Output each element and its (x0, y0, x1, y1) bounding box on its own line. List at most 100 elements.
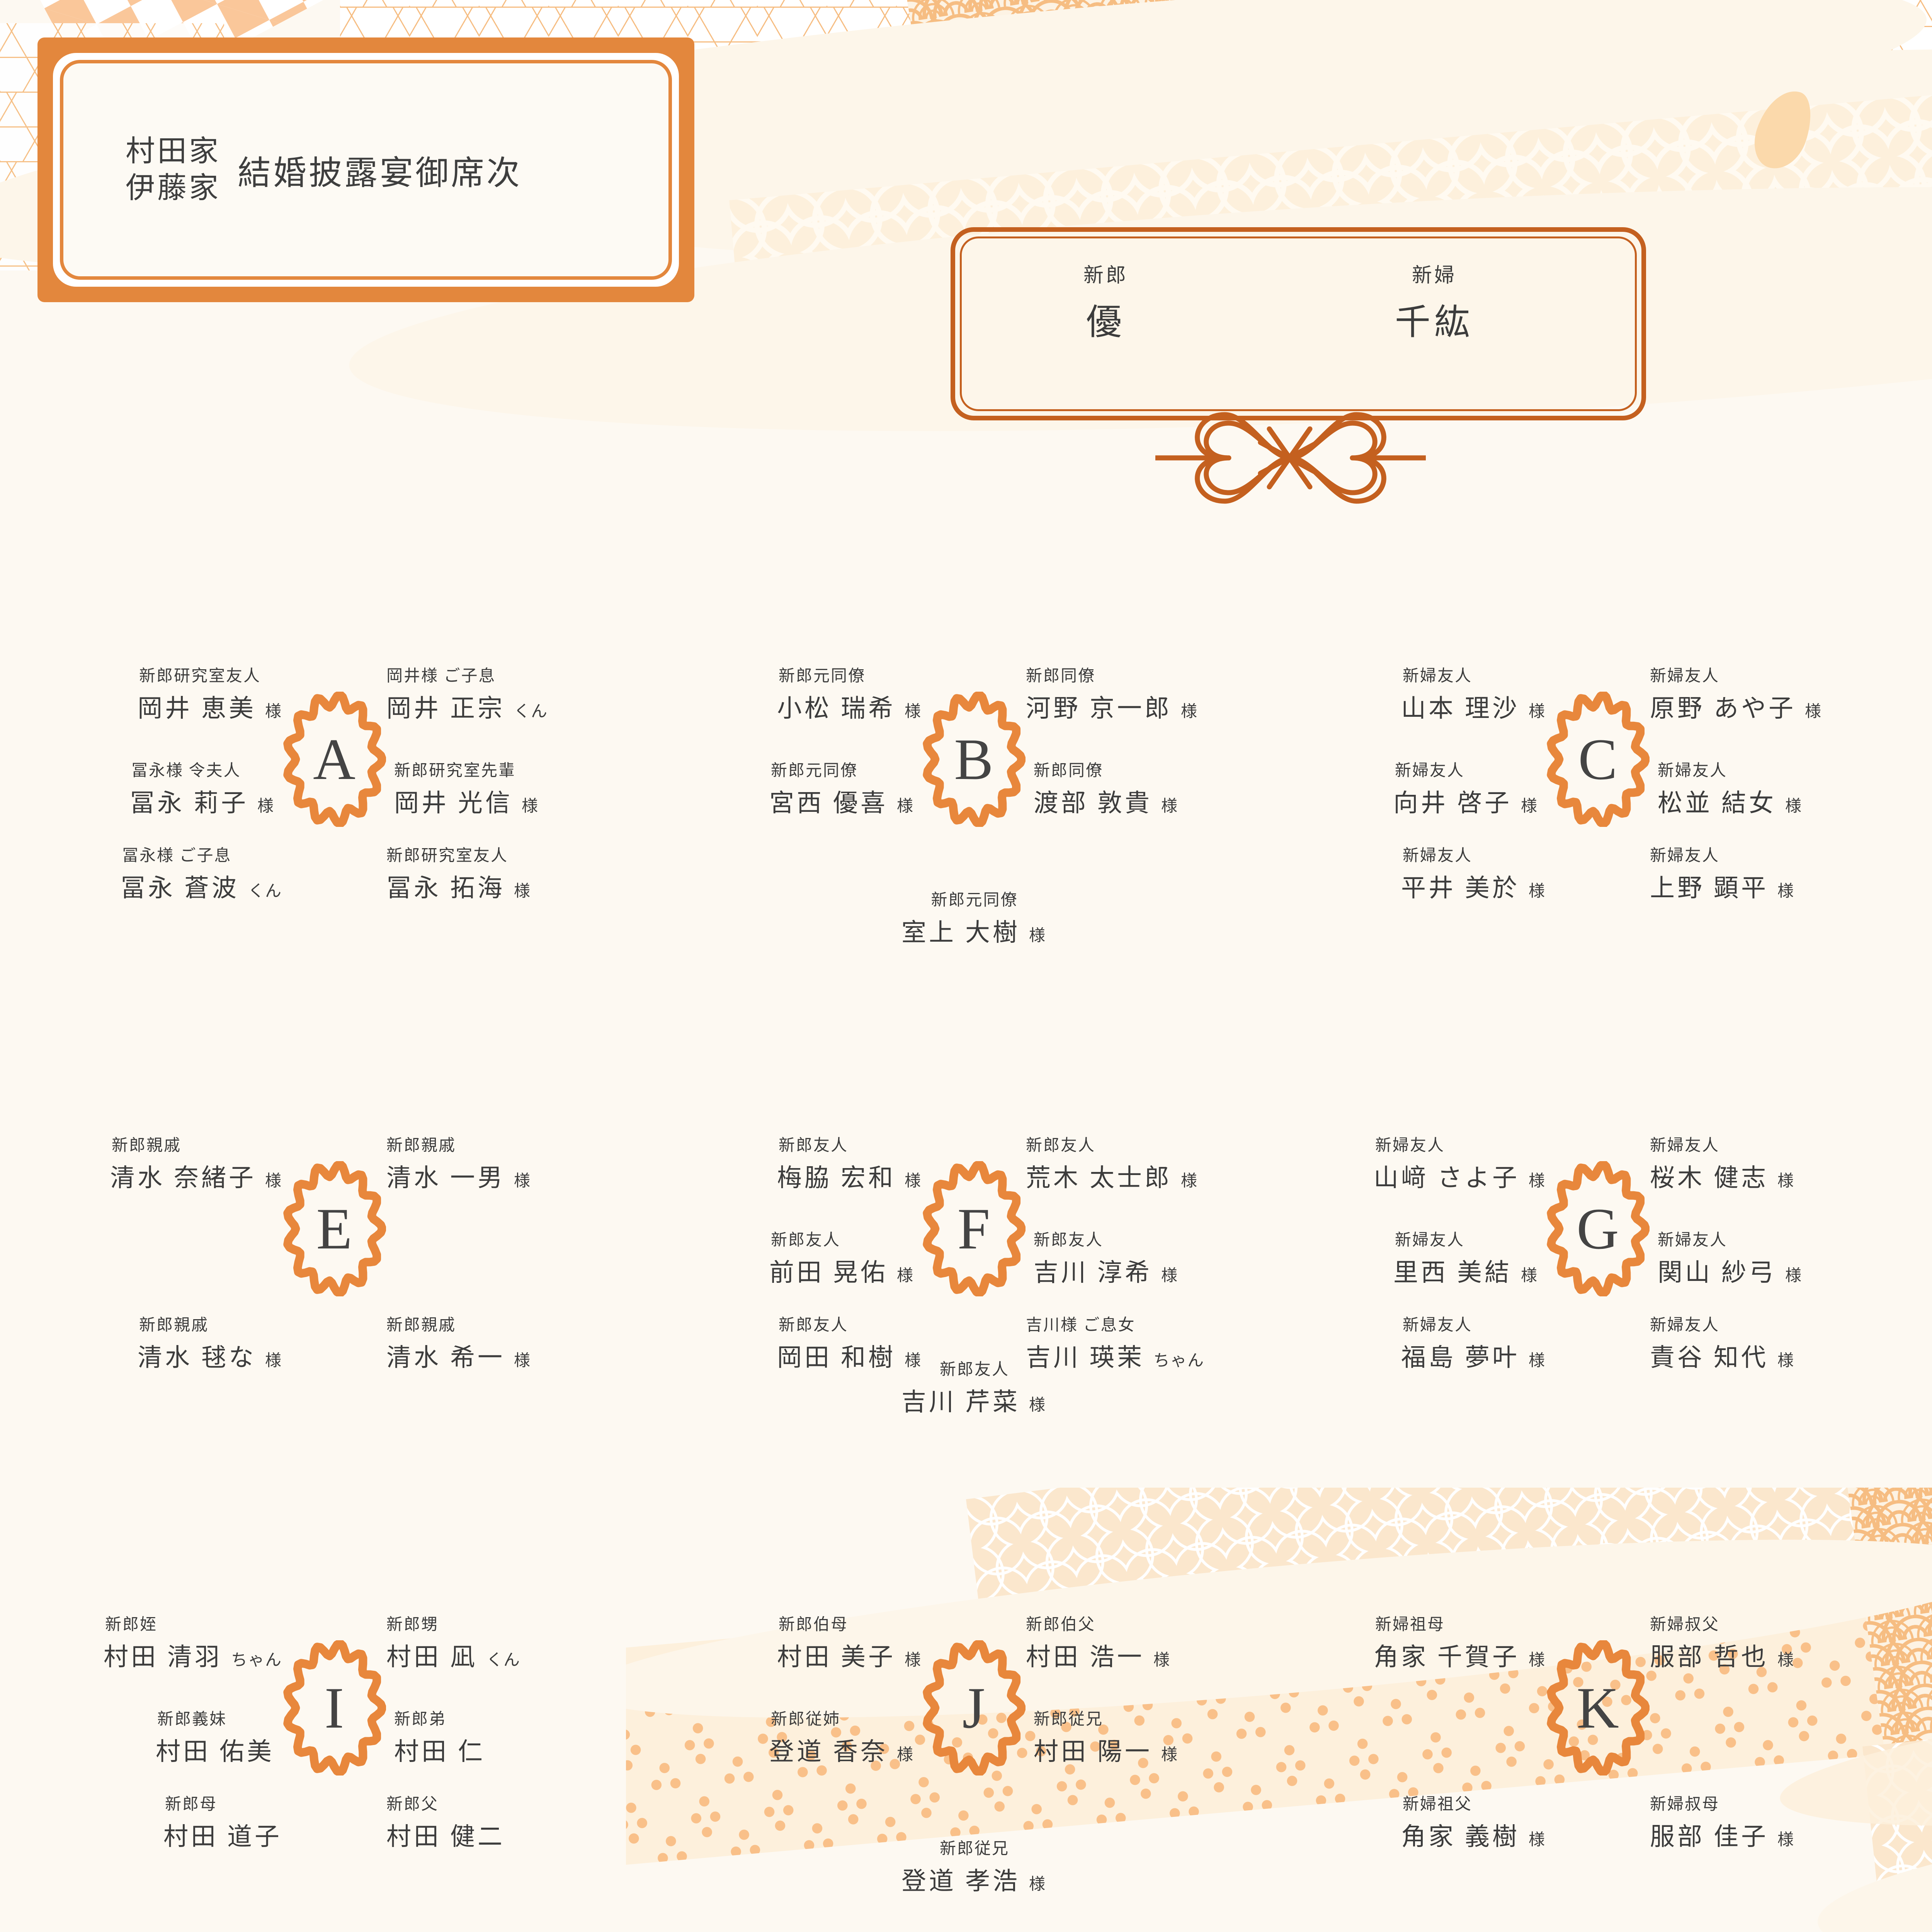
seat-e-4[interactable]: 新郎親戚清水 希一 様 (386, 1312, 531, 1373)
seat-guest-name: 岡井 恵美 様 (137, 695, 282, 722)
seat-i-2[interactable]: 新郎甥村田 凪 くん (386, 1611, 520, 1673)
seat-c-2[interactable]: 新婦友人原野 あや子 様 (1650, 663, 1822, 724)
seat-c-1[interactable]: 新婦友人山本 理沙 様 (1401, 663, 1546, 724)
seat-i-6[interactable]: 新郎父村田 健二 (386, 1791, 505, 1852)
table-ring-g[interactable]: G (1546, 1161, 1650, 1296)
seat-role: 新郎甥 (386, 1616, 439, 1634)
seat-i-3[interactable]: 新郎義妹村田 佑美 (156, 1706, 274, 1767)
table-letter-b: B (954, 727, 993, 792)
table-ring-b[interactable]: B (922, 692, 1026, 827)
seat-a-4[interactable]: 新郎研究室先輩岡井 光信 様 (394, 757, 539, 819)
seat-guest-name: 村田 浩一 様 (1026, 1643, 1171, 1671)
head-table-groom: 新郎 優 (1017, 259, 1195, 345)
seat-role: 新郎母 (165, 1796, 218, 1813)
seat-g-4[interactable]: 新婦友人関山 紗弓 様 (1658, 1227, 1802, 1288)
table-letter-c: C (1578, 727, 1617, 792)
seat-a-1[interactable]: 新郎研究室友人岡井 恵美 様 (138, 663, 282, 724)
seat-c-4[interactable]: 新婦友人松並 結女 様 (1658, 757, 1802, 819)
seat-guest-name: 桜木 健志 様 (1650, 1164, 1795, 1192)
seat-e-3[interactable]: 新郎親戚清水 毬な 様 (138, 1312, 282, 1373)
seat-guest-name: 清水 奈緒子 様 (110, 1164, 282, 1192)
seat-i-1[interactable]: 新郎姪村田 清羽 ちゃん (104, 1611, 282, 1673)
seat-j-3[interactable]: 新郎従姉登道 香奈 様 (769, 1706, 914, 1767)
seat-f-5[interactable]: 新郎友人岡田 和樹 様 (777, 1312, 922, 1373)
seat-g-2[interactable]: 新婦友人桜木 健志 様 (1650, 1132, 1794, 1194)
seat-guest-name: 清水 一男 様 (386, 1164, 531, 1192)
seat-b-5[interactable]: 新郎元同僚室上 大樹 様 (901, 887, 1046, 948)
seat-j-2[interactable]: 新郎伯父村田 浩一 様 (1026, 1611, 1170, 1673)
seat-role: 新郎元同僚 (770, 762, 858, 780)
seat-b-1[interactable]: 新郎元同僚小松 瑞希 様 (777, 663, 922, 724)
seat-role: 新婦友人 (1375, 1137, 1445, 1155)
seat-j-4[interactable]: 新郎従兄村田 陽一 様 (1034, 1706, 1178, 1767)
seat-guest-name: 室上 大樹 様 (901, 919, 1046, 946)
table-ring-a[interactable]: A (282, 692, 386, 827)
seat-f-1[interactable]: 新郎友人梅脇 宏和 様 (777, 1132, 922, 1194)
seat-role: 新郎研究室友人 (386, 847, 509, 865)
seat-k-1[interactable]: 新婦祖母角家 千賀子 様 (1374, 1611, 1546, 1673)
seat-j-5[interactable]: 新郎従兄登道 孝浩 様 (901, 1835, 1046, 1897)
table-ring-j[interactable]: J (922, 1640, 1026, 1776)
seat-a-5[interactable]: 冨永様 ご子息冨永 蒼波 くん (121, 842, 282, 904)
seat-g-6[interactable]: 新婦友人責谷 知代 様 (1650, 1312, 1794, 1373)
head-table-bride: 新婦 千紘 (1345, 259, 1523, 345)
seat-guest-name: 村田 陽一 様 (1034, 1738, 1179, 1765)
seat-f-6[interactable]: 吉川様 ご息女吉川 瑛茉 ちゃん (1026, 1312, 1204, 1373)
seat-guest-name: 村田 佑美 (156, 1738, 274, 1765)
seat-c-6[interactable]: 新婦友人上野 顕平 様 (1650, 842, 1794, 904)
seat-k-3[interactable]: 新婦祖父角家 義樹 様 (1401, 1791, 1546, 1852)
table-ring-k[interactable]: K (1546, 1640, 1650, 1776)
seat-guest-name: 冨永 莉子 様 (129, 789, 274, 817)
seat-i-5[interactable]: 新郎母村田 道子 (163, 1791, 282, 1852)
seat-k-4[interactable]: 新婦叔母服部 佳子 様 (1650, 1791, 1794, 1852)
seat-e-2[interactable]: 新郎親戚清水 一男 様 (386, 1132, 531, 1194)
title-family-names: 村田家 伊藤家 (126, 135, 221, 204)
seat-f-4[interactable]: 新郎友人吉川 淳希 様 (1034, 1227, 1178, 1288)
seat-g-3[interactable]: 新婦友人里西 美結 様 (1393, 1227, 1538, 1288)
table-ring-i[interactable]: I (282, 1640, 386, 1776)
seat-g-1[interactable]: 新婦友人山﨑 さよ子 様 (1374, 1132, 1546, 1194)
seat-f-7[interactable]: 新郎友人吉川 芹菜 様 (901, 1356, 1046, 1418)
seat-guest-name: 吉川 芹菜 様 (901, 1388, 1046, 1416)
seat-role: 冨永様 ご子息 (122, 847, 232, 865)
seat-k-2[interactable]: 新婦叔父服部 哲也 様 (1650, 1611, 1794, 1673)
table-ring-c[interactable]: C (1546, 692, 1650, 827)
seat-i-4[interactable]: 新郎弟村田 仁 (394, 1706, 485, 1767)
seat-role: 新婦友人 (1395, 1231, 1464, 1249)
seat-j-1[interactable]: 新郎伯母村田 美子 様 (777, 1611, 922, 1673)
table-ring-f[interactable]: F (922, 1161, 1026, 1296)
seat-f-2[interactable]: 新郎友人荒木 太士郎 様 (1026, 1132, 1198, 1194)
table-ring-e[interactable]: E (282, 1161, 386, 1296)
seat-role: 新婦叔母 (1650, 1796, 1720, 1813)
seat-role: 新郎同僚 (1034, 762, 1104, 780)
seat-a-6[interactable]: 新郎研究室友人冨永 拓海 様 (386, 842, 531, 904)
seat-f-3[interactable]: 新郎友人前田 晃佑 様 (769, 1227, 914, 1288)
seat-b-3[interactable]: 新郎元同僚宮西 優喜 様 (769, 757, 914, 819)
seat-c-5[interactable]: 新婦友人平井 美於 様 (1401, 842, 1546, 904)
seat-a-2[interactable]: 岡井様 ご子息岡井 正宗 くん (386, 663, 548, 724)
seat-role: 新婦祖母 (1375, 1616, 1445, 1634)
seat-role: 新婦友人 (1650, 1316, 1720, 1334)
seat-a-3[interactable]: 冨永様 令夫人冨永 莉子 様 (130, 757, 274, 819)
seat-role: 新郎親戚 (386, 1316, 456, 1334)
seat-guest-name: 責谷 知代 様 (1650, 1344, 1795, 1371)
seat-c-3[interactable]: 新婦友人向井 啓子 様 (1393, 757, 1538, 819)
seat-b-4[interactable]: 新郎同僚渡部 敦貴 様 (1034, 757, 1178, 819)
seat-e-1[interactable]: 新郎親戚清水 奈緒子 様 (110, 1132, 282, 1194)
seat-b-2[interactable]: 新郎同僚河野 京一郎 様 (1026, 663, 1198, 724)
seat-guest-name: 里西 美結 様 (1393, 1259, 1538, 1286)
seat-role: 新郎親戚 (111, 1137, 181, 1155)
seat-guest-name: 登道 香奈 様 (769, 1738, 914, 1765)
seat-guest-name: 山﨑 さよ子 様 (1373, 1164, 1546, 1192)
seat-role: 新郎姪 (105, 1616, 157, 1634)
seat-role: 新郎伯母 (778, 1616, 848, 1634)
seat-role: 新郎従姉 (770, 1711, 840, 1728)
seat-g-5[interactable]: 新婦友人福島 夢叶 様 (1401, 1312, 1546, 1373)
seat-role: 新郎弟 (394, 1711, 447, 1728)
seat-role: 新郎友人 (1026, 1137, 1096, 1155)
seat-role: 新婦友人 (1658, 1231, 1728, 1249)
